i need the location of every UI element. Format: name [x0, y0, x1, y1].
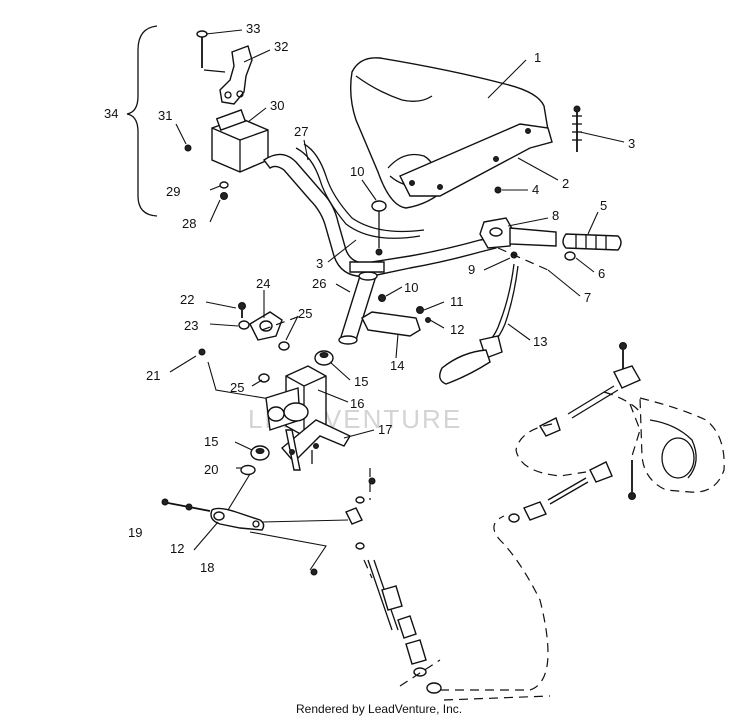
callout-24: 24	[256, 276, 270, 291]
callout-34: 34	[104, 106, 118, 121]
tie-rod-left	[345, 477, 442, 694]
callout-25-lower: 25	[230, 380, 244, 395]
bolt-19	[161, 498, 211, 512]
screw-31	[184, 144, 192, 152]
callout-17: 17	[378, 422, 392, 437]
callout-18: 18	[200, 560, 214, 575]
leader-lines	[169, 29, 625, 551]
nut-28	[220, 192, 228, 200]
bushing-15-upper	[314, 350, 334, 366]
callout-21: 21	[146, 368, 160, 383]
callout-1: 1	[534, 50, 541, 65]
handlebar	[262, 143, 497, 278]
steering-post-26	[338, 261, 385, 345]
bar-end-right	[509, 227, 557, 247]
switch-housing-30	[211, 109, 269, 173]
washer-23	[238, 320, 250, 330]
mount-bracket-17	[281, 419, 351, 471]
plug-6	[564, 251, 576, 261]
callout-23: 23	[184, 318, 198, 333]
callout-4: 4	[532, 182, 539, 197]
callout-28: 28	[182, 216, 196, 231]
callout-5: 5	[600, 198, 607, 213]
callout-14: 14	[390, 358, 404, 373]
throttle-housing-8	[479, 217, 515, 249]
washer-20	[240, 464, 256, 476]
clamp-14	[361, 311, 421, 337]
cap-10-upper	[371, 200, 387, 256]
throttle-lever-13	[439, 263, 519, 385]
callout-11: 11	[450, 294, 464, 309]
callout-10-upper: 10	[350, 164, 364, 179]
callout-3-right: 3	[628, 136, 635, 151]
callout-12-upper: 12	[450, 322, 464, 337]
callout-10-lower: 10	[404, 280, 418, 295]
seat-1	[349, 57, 549, 209]
callout-22: 22	[180, 292, 194, 307]
callout-3-left: 3	[316, 256, 323, 271]
callout-2: 2	[562, 176, 569, 191]
bearing-flange-24	[249, 311, 283, 341]
nut-12-upper	[425, 317, 431, 323]
washer-25-upper	[278, 341, 290, 351]
bracket-32	[219, 45, 253, 105]
bolt-22	[238, 302, 246, 318]
callout-9: 9	[468, 262, 475, 277]
callout-15-upper: 15	[354, 374, 368, 389]
callout-6: 6	[598, 266, 605, 281]
callout-27: 27	[294, 124, 308, 139]
callout-labels: 1 2 3 3 4 5 6 7 8 9 10 10 11 12 12 13 14…	[104, 21, 635, 575]
seat-bracket-2	[399, 123, 553, 197]
cap-10-lower	[378, 294, 386, 302]
footer-credit: Rendered by LeadVenture, Inc.	[296, 702, 462, 716]
steering-block-16	[265, 365, 327, 437]
callout-31: 31	[158, 108, 172, 123]
screw-21	[198, 348, 206, 356]
callout-32: 32	[274, 39, 288, 54]
washer-29	[219, 181, 229, 189]
bolt-33	[196, 30, 208, 68]
nut-12-lower	[185, 503, 193, 511]
callout-20: 20	[204, 462, 218, 477]
callout-19: 19	[128, 525, 142, 540]
tie-rod-right	[508, 342, 641, 523]
screw-11	[416, 306, 424, 314]
callout-30: 30	[270, 98, 284, 113]
assembly-bracket	[126, 25, 158, 217]
spindle-knuckle	[629, 397, 725, 493]
screw-3-right	[572, 105, 582, 152]
callout-33: 33	[246, 21, 260, 36]
callout-15-lower: 15	[204, 434, 218, 449]
callout-29: 29	[166, 184, 180, 199]
callout-26: 26	[312, 276, 326, 291]
callout-25-upper: 25	[298, 306, 312, 321]
callout-12-lower: 12	[170, 541, 184, 556]
pitman-arm-18	[210, 507, 265, 531]
callout-7: 7	[584, 290, 591, 305]
callout-8: 8	[552, 208, 559, 223]
callout-13: 13	[533, 334, 547, 349]
grip-5	[562, 233, 622, 251]
bushing-15-lower	[250, 445, 270, 461]
callout-16: 16	[350, 396, 364, 411]
screw-4	[494, 186, 502, 194]
